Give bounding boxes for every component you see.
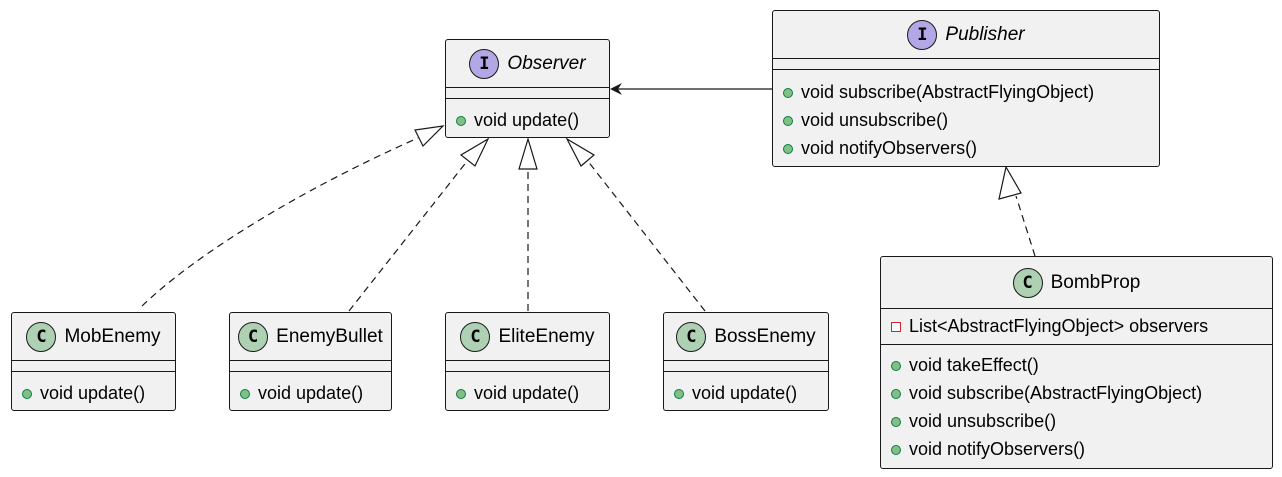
public-visibility-icon	[891, 360, 901, 371]
publisher-header: I Publisher	[773, 11, 1159, 59]
bossenemy-realization-edge	[586, 159, 706, 312]
eliteenemy-class-box[interactable]: C EliteEnemy void update()	[445, 312, 610, 411]
enemybullet-header: C EnemyBullet	[230, 313, 391, 361]
publisher-method-unsubscribe: void unsubscribe()	[783, 110, 948, 131]
divider	[230, 360, 391, 361]
public-visibility-icon	[456, 115, 466, 126]
class-stereotype-icon: C	[1012, 268, 1043, 298]
divider	[773, 58, 1159, 59]
bombprop-realization-edge	[1015, 195, 1036, 257]
public-visibility-icon	[783, 143, 793, 154]
interface-stereotype-icon: I	[907, 20, 938, 50]
public-visibility-icon	[783, 115, 793, 126]
bombprop-field-observers: List<AbstractFlyingObject> observers	[891, 316, 1208, 337]
class-stereotype-icon: C	[26, 322, 57, 352]
divider	[773, 69, 1159, 70]
observer-name: Observer	[507, 53, 586, 74]
public-visibility-icon	[456, 388, 466, 399]
bombprop-realization-arrowhead	[998, 165, 1022, 200]
bossenemy-method-update: void update()	[674, 383, 797, 404]
enemybullet-realization-arrowhead	[459, 137, 490, 167]
enemybullet-name: EnemyBullet	[276, 326, 383, 347]
divider	[446, 360, 609, 361]
class-stereotype-icon: C	[676, 322, 707, 352]
enemybullet-realization-edge	[348, 159, 469, 312]
bossenemy-class-box[interactable]: C BossEnemy void update()	[663, 312, 829, 411]
observer-method-update: void update()	[456, 110, 579, 131]
interface-stereotype-icon: I	[469, 49, 500, 79]
bombprop-method-notify-observers: void notifyObservers()	[891, 439, 1085, 460]
public-visibility-icon	[240, 388, 250, 399]
enemybullet-method-update: void update()	[240, 383, 363, 404]
bombprop-method-unsubscribe: void unsubscribe()	[891, 411, 1056, 432]
mobenemy-header: C MobEnemy	[12, 313, 175, 361]
divider	[12, 360, 175, 361]
divider	[230, 371, 391, 372]
mobenemy-class-box[interactable]: C MobEnemy void update()	[11, 312, 176, 411]
enemybullet-class-box[interactable]: C EnemyBullet void update()	[229, 312, 392, 411]
divider	[881, 308, 1272, 309]
divider	[664, 371, 828, 372]
publisher-method-notify-observers: void notifyObservers()	[783, 138, 977, 159]
mobenemy-method-update: void update()	[22, 383, 145, 404]
observer-header: I Observer	[446, 40, 609, 88]
bossenemy-header: C BossEnemy	[664, 313, 828, 361]
divider	[881, 344, 1272, 345]
mobenemy-realization-edge	[141, 137, 419, 307]
divider	[446, 98, 609, 99]
bombprop-class-box[interactable]: C BombProp List<AbstractFlyingObject> ob…	[880, 256, 1273, 469]
bossenemy-name: BossEnemy	[714, 326, 816, 347]
class-stereotype-icon: C	[460, 322, 491, 352]
class-stereotype-icon: C	[238, 322, 269, 352]
publisher-method-subscribe: void subscribe(AbstractFlyingObject)	[783, 82, 1094, 103]
public-visibility-icon	[783, 87, 793, 98]
mobenemy-name: MobEnemy	[64, 326, 161, 347]
mobenemy-realization-arrowhead	[414, 125, 445, 148]
public-visibility-icon	[891, 416, 901, 427]
publisher-name: Publisher	[945, 24, 1025, 45]
eliteenemy-realization-arrowhead	[518, 136, 538, 170]
private-visibility-icon	[891, 321, 901, 332]
eliteenemy-name: EliteEnemy	[498, 326, 595, 347]
bossenemy-realization-arrowhead	[565, 137, 596, 167]
observer-interface-box[interactable]: I Observer void update()	[445, 39, 610, 138]
divider	[446, 87, 609, 88]
bombprop-method-take-effect: void takeEffect()	[891, 355, 1039, 376]
bombprop-header: C BombProp	[881, 257, 1272, 309]
public-visibility-icon	[674, 388, 684, 399]
public-visibility-icon	[22, 388, 32, 399]
public-visibility-icon	[891, 388, 901, 399]
eliteenemy-method-update: void update()	[456, 383, 579, 404]
public-visibility-icon	[891, 444, 901, 455]
divider	[12, 371, 175, 372]
bombprop-method-subscribe: void subscribe(AbstractFlyingObject)	[891, 383, 1202, 404]
divider	[664, 360, 828, 361]
publisher-interface-box[interactable]: I Publisher void subscribe(AbstractFlyin…	[772, 10, 1160, 167]
divider	[446, 371, 609, 372]
eliteenemy-header: C EliteEnemy	[446, 313, 609, 361]
bombprop-name: BombProp	[1050, 272, 1141, 293]
